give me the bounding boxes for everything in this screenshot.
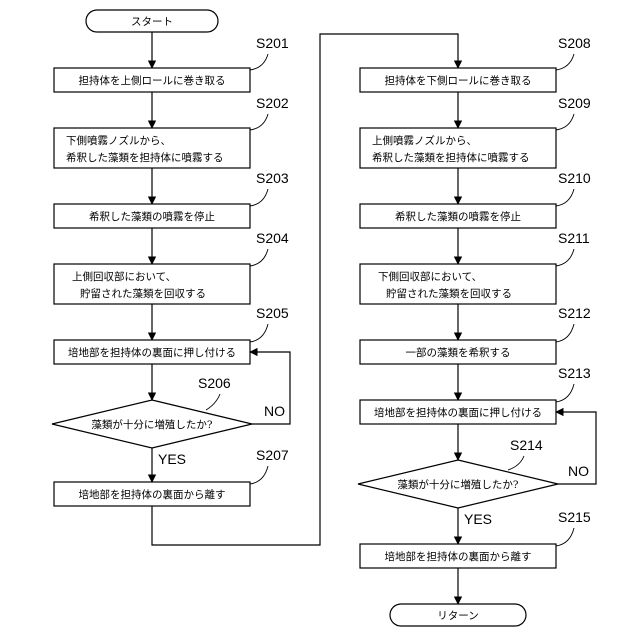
step-s202-id: S202 (256, 95, 289, 111)
step-s205-text: 培地部を担持体の裏面に押し付ける (68, 346, 236, 359)
step-s213-leader (556, 384, 574, 402)
step-s209-leader (556, 114, 574, 130)
step-s211-line2: 貯留された藻類を回収する (386, 287, 512, 300)
step-s215-id: S215 (558, 509, 591, 525)
step-s207-leader (250, 466, 268, 484)
step-s201-id: S201 (256, 35, 289, 51)
step-s213-id: S213 (558, 365, 591, 381)
step-s209-line1: 上側噴霧ノズルから、 (372, 134, 477, 147)
step-s203-text: 希釈した藻類の噴霧を停止 (89, 210, 215, 223)
step-s201-text: 担持体を上側ロールに巻き取る (79, 74, 226, 87)
step-s208-id: S208 (558, 35, 591, 51)
step-s211-id: S211 (558, 230, 590, 246)
step-s215-leader (556, 528, 574, 546)
step-s204-line2: 貯留された藻類を回収する (80, 287, 206, 300)
step-s210-leader (556, 189, 574, 206)
step-s203-leader (250, 189, 268, 206)
start-label: スタート (131, 16, 173, 28)
step-s204-line1: 上側回収部において、 (72, 270, 176, 283)
step-s212-text: 一部の藻類を希釈する (406, 346, 511, 359)
step-s211-line1: 下側回収部において、 (378, 270, 482, 283)
decision-s206-leader (206, 394, 220, 410)
step-s201-leader (250, 54, 268, 70)
step-s207-text: 培地部を担持体の裏面から離す (79, 488, 226, 501)
step-s202-leader (250, 114, 268, 130)
step-s209-id: S209 (558, 95, 591, 111)
decision-s206-text: 藻類が十分に増殖したか? (91, 418, 212, 431)
step-s210-id: S210 (558, 170, 591, 186)
step-s204-id: S204 (256, 230, 289, 246)
decision-s214-id: S214 (510, 437, 543, 453)
step-s211-leader (556, 249, 574, 266)
step-s213-text: 培地部を担持体の裏面に押し付ける (374, 406, 542, 419)
step-s202-line1: 下側噴霧ノズルから、 (66, 134, 171, 147)
step-s205-leader (250, 324, 268, 342)
step-s202-line2: 希釈した藻類を担持体に噴霧する (66, 151, 224, 164)
decision-s206-yes-label: YES (158, 451, 186, 467)
decision-s214-text: 藻類が十分に増殖したか? (397, 478, 518, 491)
step-s212-leader (556, 324, 574, 342)
decision-s214-leader (508, 456, 524, 470)
decision-s206-no-label: NO (264, 403, 285, 419)
step-s212-id: S212 (558, 305, 591, 321)
decision-s206-id: S206 (198, 375, 231, 391)
step-s209-line2: 希釈した藻類を担持体に噴霧する (372, 151, 530, 164)
step-s204-leader (250, 249, 268, 266)
end-label: リターン (437, 610, 478, 622)
step-s208-leader (556, 54, 574, 70)
step-s210-text: 希釈した藻類の噴霧を停止 (395, 210, 521, 223)
decision-s214-no-label: NO (568, 463, 589, 479)
decision-s214-yes-label: YES (464, 511, 492, 527)
step-s208-text: 担持体を下側ロールに巻き取る (385, 74, 532, 87)
step-s203-id: S203 (256, 170, 289, 186)
step-s215-text: 培地部を担持体の裏面から離す (385, 550, 532, 563)
step-s207-id: S207 (256, 447, 289, 463)
step-s205-id: S205 (256, 305, 289, 321)
